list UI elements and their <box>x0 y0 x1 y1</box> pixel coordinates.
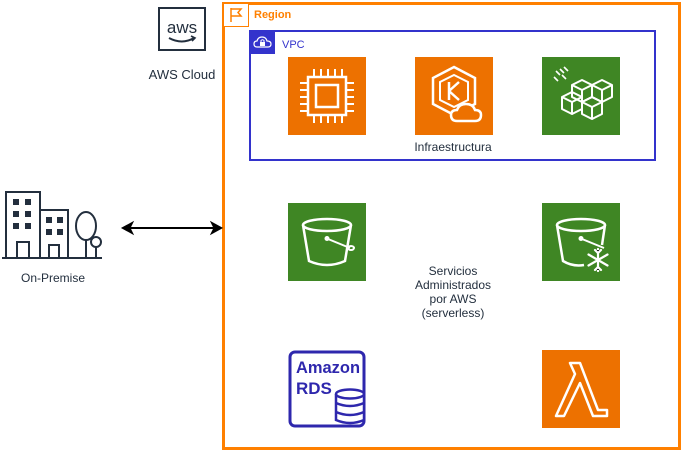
lambda-icon <box>542 350 620 428</box>
svg-text:RDS: RDS <box>296 379 332 398</box>
region-flag-icon <box>224 4 249 27</box>
svg-text:aws: aws <box>167 18 197 37</box>
corporate-building-icon <box>2 190 104 260</box>
aws-logo-icon: aws <box>157 6 207 52</box>
region-label: Region <box>254 9 292 21</box>
onprem-label: On-Premise <box>20 271 85 285</box>
vpc-cloud-lock-icon <box>250 31 275 54</box>
vpc-caption: Infraestructura <box>414 140 492 154</box>
vpc-label: VPC <box>282 39 305 51</box>
svg-text:Amazon: Amazon <box>296 358 360 377</box>
ec2-icon <box>288 57 366 135</box>
managed-services-line-3: por AWS <box>429 292 477 306</box>
managed-services-line-4: (serverless) <box>421 306 485 320</box>
amazon-rds-icon: Amazon RDS <box>288 350 366 428</box>
storage-blocks-icon <box>542 57 620 135</box>
bidirectional-arrow <box>120 218 224 238</box>
vpc-group <box>249 30 656 161</box>
aws-cloud-label: AWS Cloud <box>148 67 216 82</box>
s3-glacier-icon <box>542 203 620 281</box>
s3-bucket-icon <box>288 203 366 281</box>
managed-services-caption: Servicios Administrados por AWS (serverl… <box>392 264 514 320</box>
managed-services-line-2: Administrados <box>414 278 492 292</box>
region-group <box>222 2 681 450</box>
managed-services-line-1: Servicios <box>428 264 478 278</box>
eks-icon <box>415 57 493 135</box>
